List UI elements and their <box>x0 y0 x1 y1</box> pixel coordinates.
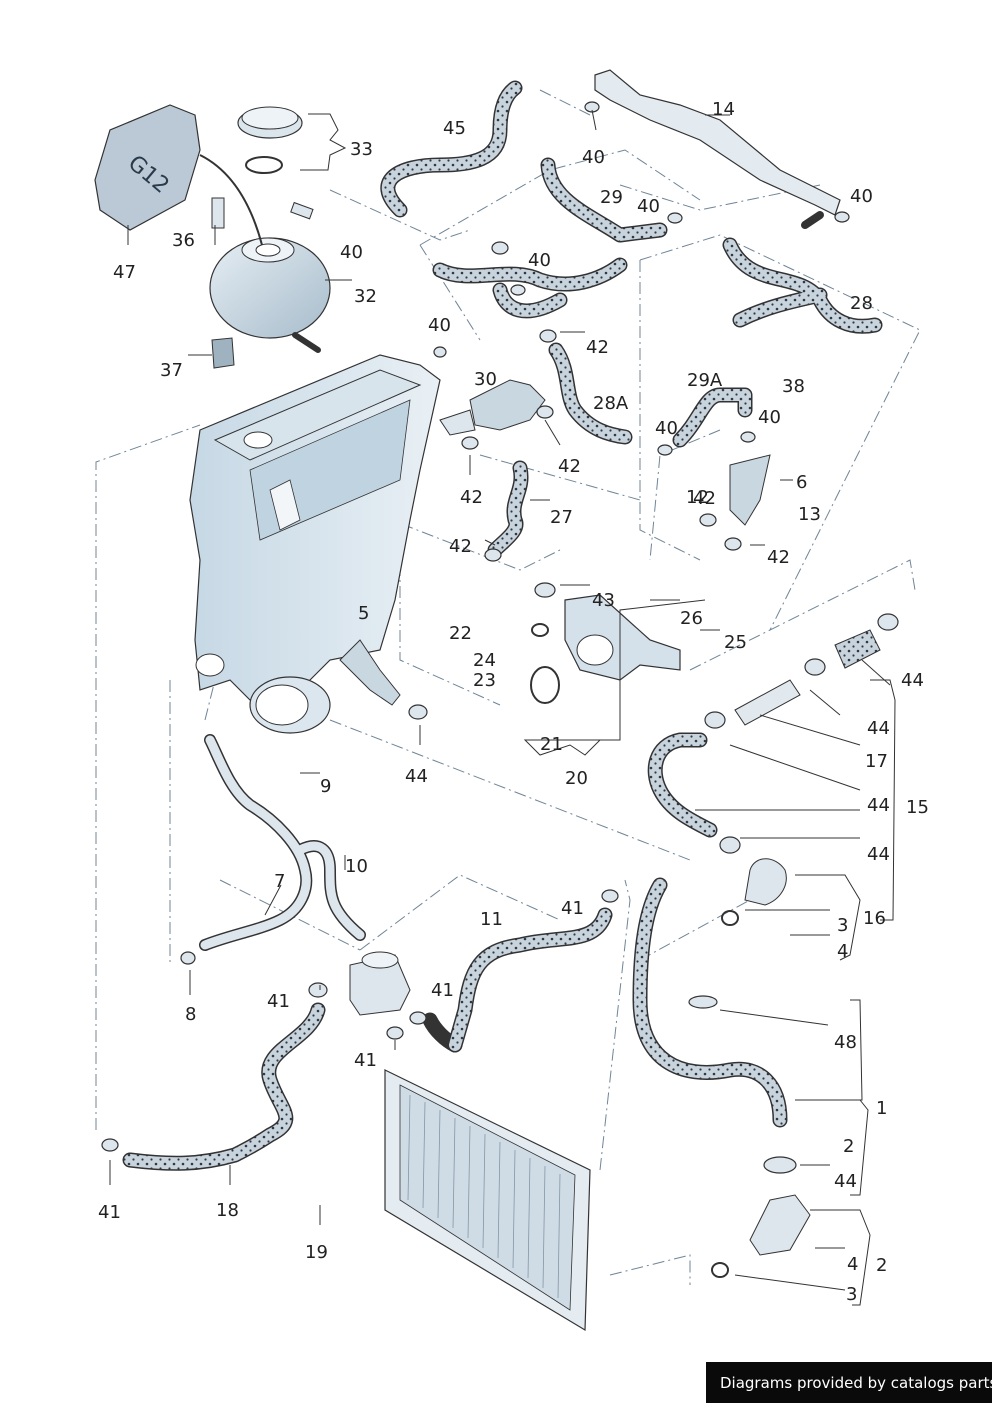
callout-33: 33 <box>350 139 373 160</box>
callout-40d: 40 <box>528 250 551 271</box>
callout-40g: 40 <box>655 418 678 439</box>
callout-41d: 41 <box>354 1050 377 1071</box>
bleed-valve-6 <box>729 454 771 526</box>
callout-4a: 4 <box>837 941 848 962</box>
level-sender-36 <box>211 197 225 229</box>
connection-pipe-5 <box>339 639 401 706</box>
callout-3a: 3 <box>837 915 848 936</box>
callout-3b: 3 <box>846 1284 857 1305</box>
callout-17: 17 <box>865 751 888 772</box>
callout-2b: 2 <box>876 1255 887 1276</box>
callout-11: 11 <box>480 909 503 930</box>
callout-29: 29 <box>600 187 623 208</box>
radiator <box>384 1069 591 1332</box>
callout-7: 7 <box>274 871 285 892</box>
engine-block <box>189 354 441 734</box>
callout-48: 48 <box>834 1032 857 1053</box>
callout-27: 27 <box>550 507 573 528</box>
callout-44c: 44 <box>405 766 428 787</box>
callout-47: 47 <box>113 262 136 283</box>
callout-42d: 42 <box>693 488 716 509</box>
callout-29A: 29A <box>687 370 723 391</box>
callout-40a: 40 <box>582 147 605 168</box>
callout-1: 1 <box>876 1098 887 1119</box>
callout-16: 16 <box>863 908 886 929</box>
callout-37: 37 <box>160 360 183 381</box>
callout-42e: 42 <box>449 536 472 557</box>
sensor-bracket-37 <box>211 337 235 369</box>
callout-32: 32 <box>354 286 377 307</box>
hose-fill <box>124 82 881 1170</box>
callout-40c: 40 <box>637 196 660 217</box>
reservoir <box>349 951 411 1016</box>
callout-10: 10 <box>345 856 368 877</box>
elbow-pipe-16 <box>744 858 787 906</box>
callout-41b: 41 <box>267 991 290 1012</box>
callout-30: 30 <box>474 369 497 390</box>
coolant-flange-21 <box>530 594 681 704</box>
coolant-bottle-g12: G12 <box>94 104 263 246</box>
callout-12: 12 <box>686 487 709 508</box>
callout-41e: 41 <box>98 1202 121 1223</box>
callout-22: 22 <box>449 623 472 644</box>
footer-banner: Diagrams provided by catalogs parts <box>706 1362 992 1403</box>
callout-21: 21 <box>540 734 563 755</box>
leader-lines <box>109 109 896 1306</box>
callout-40e: 40 <box>340 242 363 263</box>
callout-42a: 42 <box>586 337 609 358</box>
callout-42c: 42 <box>460 487 483 508</box>
coolant-flange-30 <box>439 379 546 436</box>
callout-4b: 4 <box>847 1254 858 1275</box>
dash-dot-leader-lines <box>95 89 921 1285</box>
coolant-expansion-tank <box>209 201 331 353</box>
hose-clips <box>101 101 899 1174</box>
callout-13: 13 <box>798 504 821 525</box>
callout-41c: 41 <box>431 980 454 1001</box>
footer-credit: Diagrams provided by catalogs parts <box>720 1374 992 1392</box>
coolant-pipe-7-fill <box>200 735 365 950</box>
callout-40f: 40 <box>428 315 451 336</box>
callout-44d: 44 <box>867 795 890 816</box>
callout-43: 43 <box>592 590 615 611</box>
callout-40h: 40 <box>758 407 781 428</box>
callout-18: 18 <box>216 1200 239 1221</box>
callout-19: 19 <box>305 1242 328 1263</box>
callout-numbers: 33 45 14 40 40 40 40 40 40 40 40 47 36 3… <box>98 99 929 1305</box>
callout-45: 45 <box>443 118 466 139</box>
callout-24: 24 <box>473 650 496 671</box>
callout-9: 9 <box>320 776 331 797</box>
callout-8: 8 <box>185 1004 196 1025</box>
callout-14: 14 <box>712 99 735 120</box>
coolant-pipe-14 <box>594 69 841 229</box>
callout-15: 15 <box>906 797 929 818</box>
callout-26: 26 <box>680 608 703 629</box>
callout-36: 36 <box>172 230 195 251</box>
coolant-pipe-17 <box>734 629 881 726</box>
callout-40b: 40 <box>850 186 873 207</box>
callout-44f: 44 <box>834 1171 857 1192</box>
callout-2a: 2 <box>843 1136 854 1157</box>
filler-cap <box>237 106 303 174</box>
callout-44e: 44 <box>867 844 890 865</box>
callout-44b: 44 <box>867 718 890 739</box>
callout-28A: 28A <box>593 393 629 414</box>
callout-42f: 42 <box>767 547 790 568</box>
callout-25: 25 <box>724 632 747 653</box>
callout-5: 5 <box>358 603 369 624</box>
callout-42b: 42 <box>558 456 581 477</box>
callout-44a: 44 <box>901 670 924 691</box>
callout-6: 6 <box>796 472 807 493</box>
callout-23: 23 <box>473 670 496 691</box>
callout-41a: 41 <box>561 898 584 919</box>
callout-28: 28 <box>850 293 873 314</box>
callout-38: 38 <box>782 376 805 397</box>
callout-20: 20 <box>565 768 588 789</box>
connection-piece-2 <box>711 910 811 1278</box>
